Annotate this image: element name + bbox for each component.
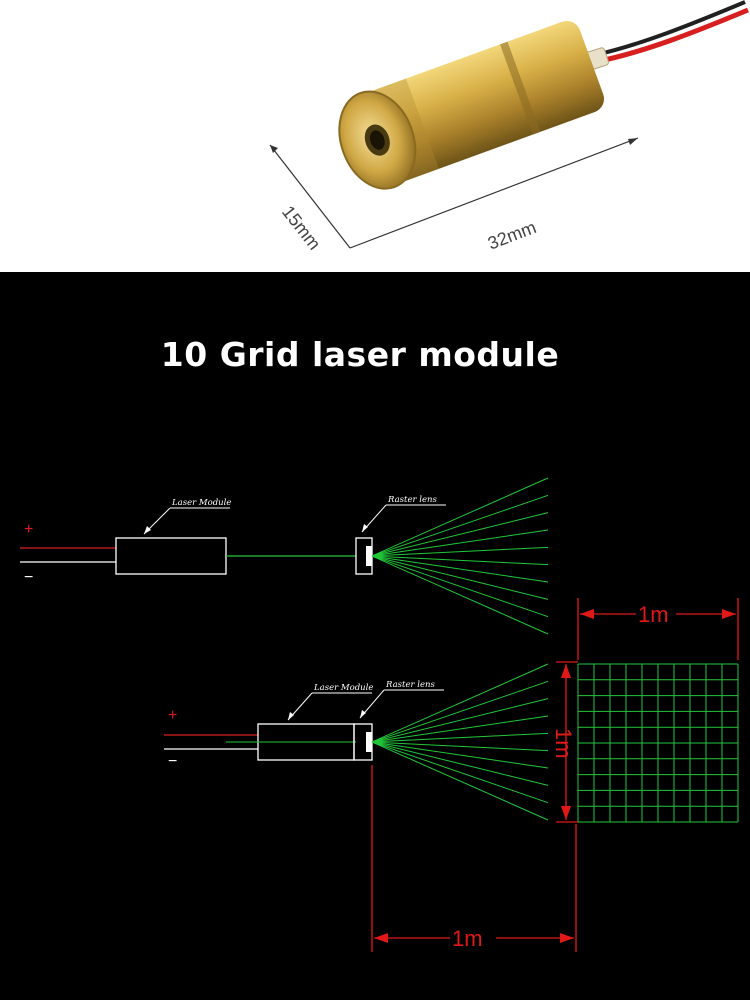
top-minus-label: − xyxy=(24,569,33,586)
beam-line xyxy=(371,555,549,600)
beam-line xyxy=(371,512,549,557)
bottom-beam-fan xyxy=(371,663,549,821)
distance-dimension: 1m xyxy=(371,765,577,952)
top-raster-lens-element xyxy=(366,546,372,566)
beam-line xyxy=(371,680,549,743)
top-beam-fan xyxy=(371,477,549,635)
diagram-panel xyxy=(0,272,750,1000)
beam-line xyxy=(371,663,549,743)
beam-line xyxy=(371,741,549,786)
top-laser-module-label: Laser Module xyxy=(171,498,231,508)
bottom-diagram: + − Laser Module Raster lens 1m xyxy=(164,598,739,952)
beam-line xyxy=(371,555,549,635)
grid-pattern xyxy=(577,663,739,823)
beam-line xyxy=(371,494,549,557)
beam-line xyxy=(371,477,549,557)
diagram-title: 10 Grid laser module xyxy=(160,335,560,374)
beam-line xyxy=(371,555,549,618)
beam-line xyxy=(371,741,549,804)
grid-width-label: 1m xyxy=(638,602,669,627)
beam-line xyxy=(371,698,549,743)
top-laser-module-box xyxy=(115,537,227,575)
top-diagram: + − Laser Module Raster lens xyxy=(20,477,549,635)
beam-line xyxy=(371,555,549,583)
beam-line xyxy=(371,555,549,566)
bottom-laser-module-label: Laser Module xyxy=(313,683,373,693)
grid-width-dimension: 1m xyxy=(577,598,739,660)
bottom-raster-lens-label: Raster lens xyxy=(385,680,435,690)
top-plus-label: + xyxy=(24,521,33,538)
laser-module-photo xyxy=(338,0,749,190)
beam-line xyxy=(371,741,549,821)
beam-line xyxy=(371,732,549,743)
beam-line xyxy=(371,715,549,743)
beam-line xyxy=(371,529,549,557)
bottom-plus-label: + xyxy=(168,707,177,724)
beam-line xyxy=(371,546,549,557)
beam-line xyxy=(371,741,549,769)
length-label: 32mm xyxy=(485,217,539,254)
grid-height-dimension: 1m xyxy=(551,661,578,823)
bottom-minus-label: − xyxy=(168,753,177,770)
diameter-label: 15mm xyxy=(278,202,325,254)
beam-line xyxy=(371,741,549,752)
grid-height-label: 1m xyxy=(551,728,576,759)
diameter-dimension: 15mm xyxy=(269,144,351,254)
top-raster-lens-label: Raster lens xyxy=(387,495,437,505)
distance-label: 1m xyxy=(452,926,483,951)
